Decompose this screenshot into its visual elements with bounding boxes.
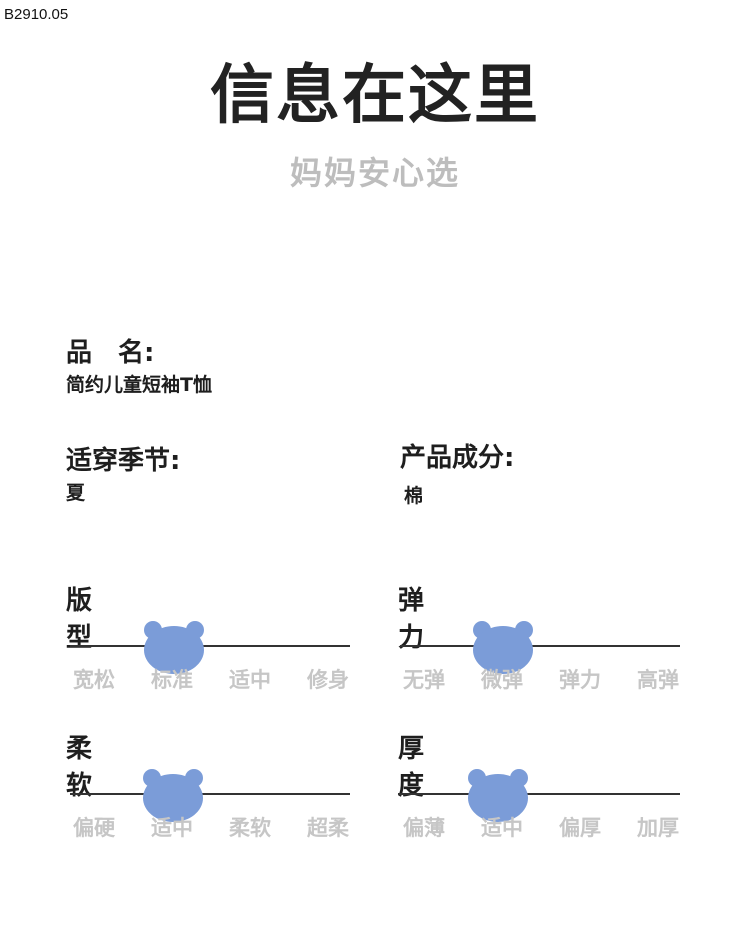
season-value: 夏	[66, 482, 86, 504]
scale-option: 标准	[151, 668, 193, 692]
scale-option: 适中	[481, 816, 523, 840]
scale-title: 柔软	[66, 734, 93, 801]
scale-title: 弹力	[398, 586, 425, 653]
scale-track	[70, 793, 350, 795]
scale-option: 超柔	[307, 816, 349, 840]
scale-option: 弹力	[559, 668, 601, 692]
product-code: B2910.05	[4, 6, 69, 23]
scale-option: 修身	[307, 668, 349, 692]
scale-option: 偏硬	[73, 816, 115, 840]
bear-slider-icon[interactable]	[467, 766, 529, 822]
scale-option: 加厚	[637, 816, 679, 840]
scale-option: 偏薄	[403, 816, 445, 840]
bear-slider-icon[interactable]	[472, 618, 534, 674]
page-title: 信息在这里	[210, 59, 540, 133]
scale-option: 适中	[151, 816, 193, 840]
page-subtitle: 妈妈安心选	[289, 154, 460, 192]
scale-option: 微弹	[481, 668, 523, 692]
bear-slider-icon[interactable]	[142, 766, 204, 822]
season-label: 适穿季节:	[66, 446, 181, 476]
scale-option: 偏厚	[559, 816, 601, 840]
scale-option: 无弹	[403, 668, 445, 692]
scale-track	[398, 793, 680, 795]
bear-slider-icon[interactable]	[143, 618, 205, 674]
scale-title: 版型	[66, 586, 93, 653]
scale-title: 厚度	[398, 734, 425, 801]
material-label: 产品成分:	[400, 443, 515, 473]
scale-option: 适中	[229, 668, 271, 692]
scale-option: 宽松	[73, 668, 115, 692]
scale-track	[70, 645, 350, 647]
material-value: 棉	[404, 485, 424, 507]
scale-option: 柔软	[229, 816, 271, 840]
name-value: 简约儿童短袖T恤	[66, 374, 212, 396]
scale-option: 高弹	[637, 668, 679, 692]
scale-track	[400, 645, 680, 647]
name-label: 品 名:	[66, 338, 155, 368]
